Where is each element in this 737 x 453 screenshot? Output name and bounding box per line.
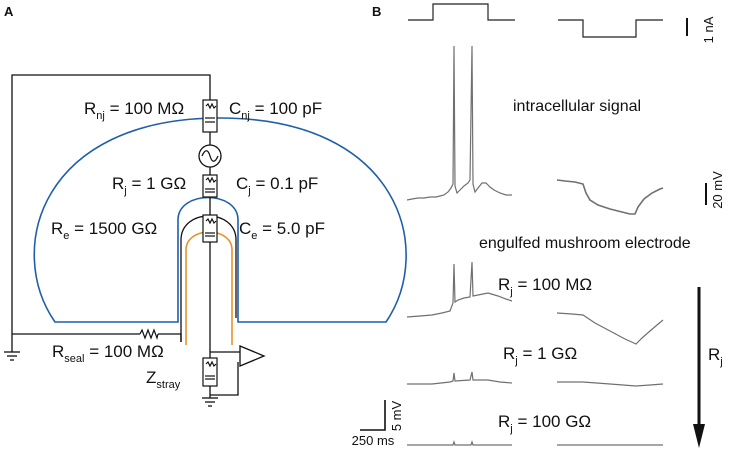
panel-a-letter: A [4, 4, 14, 19]
ac-source-icon [198, 144, 222, 168]
trace-label-rj-100mohm: Rj = 100 MΩ [498, 275, 592, 298]
label-cnj: Cnj = 100 pF [229, 99, 322, 122]
circuit-wiring [11, 74, 240, 396]
current-step-positive [408, 3, 515, 21]
intracellular-hyperpol-trace [556, 179, 664, 215]
scale-bar-voltage-label: 5 mV [389, 401, 404, 432]
label-re: Re = 1500 GΩ [51, 219, 157, 242]
current-scale-label: 1 nA [701, 16, 716, 43]
rseal-resistor-icon [139, 328, 159, 341]
trace-rj-1gohm [407, 371, 513, 385]
amplifier-icon [239, 345, 266, 367]
label-rseal: Rseal = 100 MΩ [52, 342, 164, 365]
trace-label-rj-1gohm: Rj = 1 GΩ [503, 344, 577, 367]
intracellular-scale-label: 20 mV [710, 171, 725, 209]
re-ce-element [202, 214, 218, 243]
ground-icon [202, 397, 218, 407]
intracellular-trace [406, 45, 512, 201]
trace-label-rj-100gohm: Rj = 100 GΩ [498, 412, 591, 435]
ground-icon [4, 351, 20, 361]
trace-rj-100mohm-hyperpol [556, 312, 664, 345]
rj-arrow-head-icon [693, 424, 705, 448]
engulfed-label: engulfed mushroom electrode [479, 235, 691, 252]
rj-arrow-label: Rj [708, 345, 723, 368]
rj-cj-element [202, 174, 218, 198]
label-zstray: Zstray [146, 368, 181, 391]
trace-rj-100gohm [407, 440, 512, 446]
scale-bar-time-label: 250 ms [352, 433, 395, 448]
label-ce: Ce = 5.0 pF [239, 219, 325, 242]
intracellular-label: intracellular signal [513, 98, 641, 115]
trace-rj-1gohm-hyperpol [557, 381, 664, 387]
cell-membrane [33, 117, 407, 323]
rnj-cnj-element [202, 99, 218, 133]
label-rj: Rj = 1 GΩ [112, 174, 186, 197]
label-rnj: Rnj = 100 MΩ [84, 99, 184, 122]
panel-b-letter: B [372, 4, 381, 19]
label-cj: Cj = 0.1 pF [236, 174, 318, 197]
electrode-insulation [185, 231, 233, 345]
current-step-negative [558, 19, 663, 38]
trace-rj-100mohm [406, 261, 513, 318]
zstray-element [202, 357, 218, 387]
scale-bar [360, 400, 386, 431]
